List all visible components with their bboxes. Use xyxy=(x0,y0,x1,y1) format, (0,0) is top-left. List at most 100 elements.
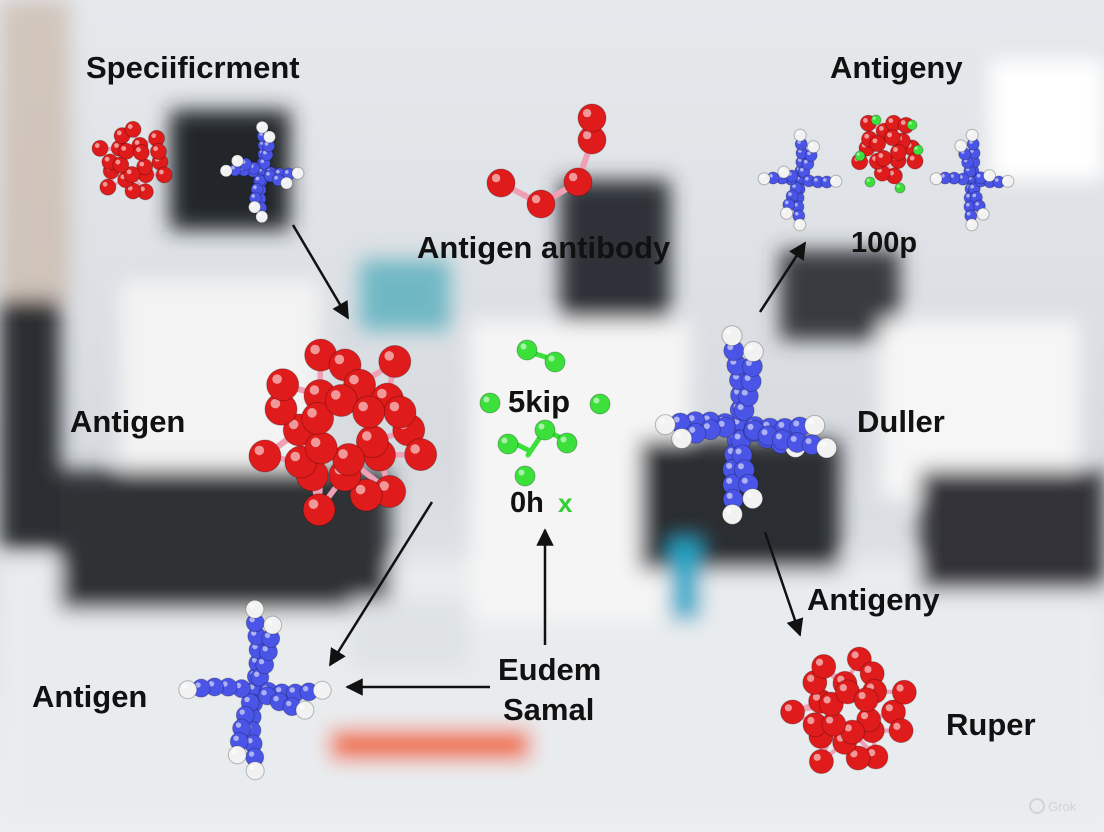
atom xyxy=(304,431,338,465)
atom-highlight xyxy=(116,130,122,136)
atom-highlight xyxy=(153,146,159,152)
atom-highlight xyxy=(195,682,201,688)
atom-highlight xyxy=(675,432,682,438)
label-antigen-antibody: Antigen antibody xyxy=(417,230,671,265)
atom-highlight xyxy=(815,658,824,666)
atom-highlight xyxy=(872,138,878,144)
atom-highlight xyxy=(885,704,893,712)
atom xyxy=(383,395,417,429)
atom-highlight xyxy=(908,121,912,125)
atom-highlight xyxy=(737,463,744,470)
atom xyxy=(132,143,150,161)
atom xyxy=(816,437,838,459)
atom-highlight xyxy=(257,212,262,217)
atom-highlight xyxy=(262,645,268,652)
arrow-to-ruper xyxy=(763,531,804,637)
atom-highlight xyxy=(941,174,945,178)
atom-highlight xyxy=(966,194,970,198)
atom xyxy=(534,419,556,441)
atom-highlight xyxy=(377,388,387,399)
atom xyxy=(808,749,834,775)
atom xyxy=(486,168,516,198)
atom-highlight xyxy=(860,712,869,720)
atom xyxy=(912,144,924,156)
atom-highlight xyxy=(121,146,127,151)
atom xyxy=(117,142,135,160)
atom xyxy=(806,140,820,154)
arrow-to-antigeny xyxy=(758,241,807,313)
atom-highlight xyxy=(976,173,981,178)
atom-highlight xyxy=(726,492,733,499)
label-antigen-left: Antigen xyxy=(70,404,185,439)
antibody-molecule-topleft xyxy=(219,120,305,224)
atom-highlight xyxy=(888,118,894,123)
atom xyxy=(1001,174,1015,188)
atom-highlight xyxy=(379,481,389,491)
atom-highlight xyxy=(263,150,267,155)
atom-highlight xyxy=(975,202,979,206)
atom xyxy=(291,166,305,180)
atom-highlight xyxy=(139,161,145,167)
atom-highlight xyxy=(866,178,870,182)
label-5kip: 5kip xyxy=(508,384,570,419)
atom-highlight xyxy=(222,166,226,171)
atom-highlight xyxy=(231,166,235,170)
atom-highlight xyxy=(741,389,748,396)
atom-highlight xyxy=(389,401,400,412)
atom xyxy=(976,207,990,221)
atom-highlight xyxy=(735,448,742,455)
atom xyxy=(149,142,167,160)
atom-highlight xyxy=(985,171,990,176)
atom-highlight xyxy=(273,695,279,702)
atom xyxy=(742,341,764,363)
watermark: Grok xyxy=(1029,798,1077,814)
atom xyxy=(404,438,438,472)
atom-highlight xyxy=(792,184,796,188)
atom-highlight xyxy=(104,156,110,162)
atom-highlight xyxy=(844,724,852,732)
label-x-mark: x xyxy=(558,488,573,518)
atom-highlight xyxy=(805,177,809,181)
atom xyxy=(894,182,906,194)
atom-highlight xyxy=(856,152,860,156)
atom-highlight xyxy=(239,709,245,715)
atom-highlight xyxy=(788,192,792,196)
atom xyxy=(780,699,806,725)
atom-highlight xyxy=(809,142,814,147)
atom-highlight xyxy=(703,415,710,422)
atom xyxy=(742,488,764,510)
atom-highlight xyxy=(310,344,320,355)
atom-highlight xyxy=(823,696,831,704)
atom-highlight xyxy=(258,658,265,665)
atom-highlight xyxy=(778,421,785,428)
atom-highlight xyxy=(249,616,255,623)
atom-highlight xyxy=(310,437,321,448)
atom-highlight xyxy=(966,211,971,216)
atom xyxy=(864,176,876,188)
atom xyxy=(352,395,386,429)
atom xyxy=(870,114,882,126)
atom-highlight xyxy=(140,186,145,192)
atom-highlight xyxy=(258,123,262,127)
atom xyxy=(219,164,233,178)
atom xyxy=(965,128,979,142)
antigen-molecule-large xyxy=(248,338,438,527)
atom-highlight xyxy=(491,173,501,183)
atom-highlight xyxy=(126,169,132,175)
atom-highlight xyxy=(593,397,600,404)
atom xyxy=(124,120,142,138)
atom-highlight xyxy=(800,167,804,172)
atom-highlight xyxy=(967,220,972,225)
atom-highlight xyxy=(807,674,815,682)
atom-highlight xyxy=(518,469,525,476)
label-specificity: Speciificrment xyxy=(86,50,300,85)
atom-highlight xyxy=(689,426,696,433)
atom-highlight xyxy=(970,184,974,189)
atom-highlight xyxy=(688,415,695,422)
atom-highlight xyxy=(253,671,260,677)
atom-highlight xyxy=(233,735,239,742)
atom-highlight xyxy=(858,691,866,700)
atom-highlight xyxy=(531,194,541,204)
atom-highlight xyxy=(410,444,420,454)
